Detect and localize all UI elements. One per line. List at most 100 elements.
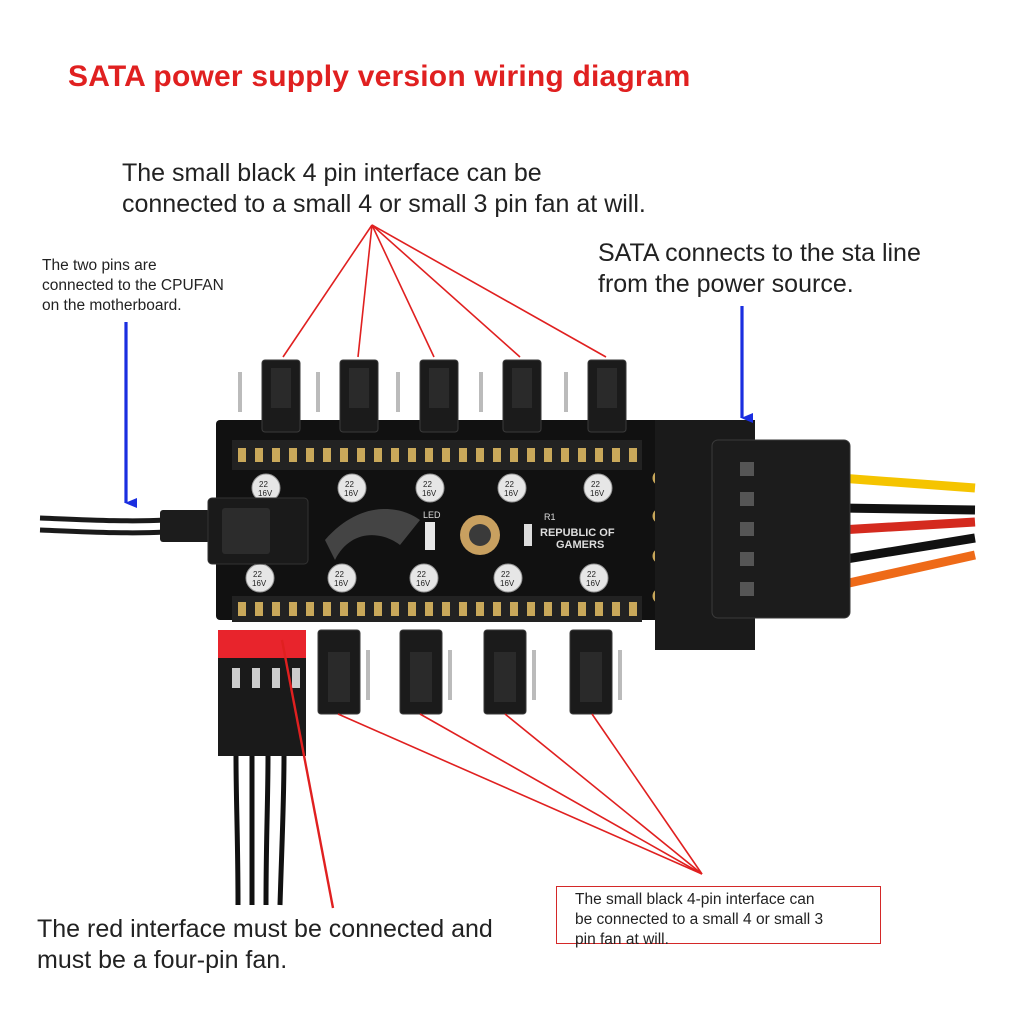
- header-pin: [629, 448, 637, 462]
- header-pin: [578, 448, 586, 462]
- rog-logo: [325, 508, 420, 560]
- cpufan-note-line1: The two pins are: [42, 257, 157, 274]
- capacitor-value: 22: [345, 480, 354, 489]
- boxed-note-line3: pin fan at will.: [575, 931, 669, 948]
- header-pin: [544, 448, 552, 462]
- red-note-line1: The red interface must be connected and: [37, 915, 493, 943]
- top-annotation-lines: [282, 224, 607, 358]
- header-pin: [527, 602, 535, 616]
- top-fan-header: [396, 359, 459, 433]
- header-pin: [510, 448, 518, 462]
- capacitor-voltage: 16V: [258, 489, 273, 498]
- header-pin: [255, 448, 263, 462]
- header-pin: [374, 602, 382, 616]
- cpufan-plug: [207, 497, 309, 565]
- capacitor-value: 22: [501, 570, 510, 579]
- header-pin: [442, 448, 450, 462]
- red-connector-note: The red interface must be connected and …: [37, 914, 493, 976]
- header-pin: [306, 448, 314, 462]
- header-pin: [595, 602, 603, 616]
- red-4pin-connector: [218, 630, 306, 906]
- header-pin: [493, 448, 501, 462]
- pin-header-top-row: [232, 440, 642, 470]
- brand-line2: GAMERS: [556, 539, 604, 551]
- capacitor-voltage: 16V: [422, 489, 437, 498]
- boxed-note-line2: be connected to a small 4 or small 3: [575, 911, 824, 928]
- header-pin: [459, 448, 467, 462]
- capacitor-value: 22: [253, 570, 262, 579]
- capacitor-value: 22: [417, 570, 426, 579]
- top-fan-header: [564, 359, 627, 433]
- bottom-fan-note-box: The small black 4-pin interface can be c…: [556, 886, 881, 948]
- bottom-fan-header: [569, 629, 622, 715]
- header-pin: [323, 602, 331, 616]
- top-note-line1: The small black 4 pin interface can be: [122, 159, 542, 187]
- header-pin: [289, 602, 297, 616]
- capacitor-voltage: 16V: [344, 489, 359, 498]
- top-note-line2: connected to a small 4 or small 3 pin fa…: [122, 190, 646, 218]
- diagram-title: SATA power supply version wiring diagram: [68, 60, 691, 93]
- bottom-fan-header: [399, 629, 452, 715]
- header-pin: [374, 448, 382, 462]
- top-fan-headers: [238, 359, 627, 433]
- header-pin: [510, 602, 518, 616]
- bottom-fan-headers: [317, 629, 622, 715]
- header-pin: [238, 602, 246, 616]
- header-pin: [425, 602, 433, 616]
- top-fan-note: The small black 4 pin interface can be c…: [122, 158, 646, 220]
- header-pin: [629, 602, 637, 616]
- capacitor-voltage: 16V: [252, 579, 267, 588]
- cpufan-note: The two pins are connected to the CPUFAN…: [42, 256, 224, 316]
- header-pin: [561, 602, 569, 616]
- capacitor-voltage: 16V: [504, 489, 519, 498]
- header-pin: [527, 448, 535, 462]
- header-pin: [476, 448, 484, 462]
- header-pin: [323, 448, 331, 462]
- header-pin: [238, 448, 246, 462]
- sata-connector: [655, 420, 851, 650]
- header-pin: [306, 602, 314, 616]
- capacitor-voltage: 16V: [500, 579, 515, 588]
- top-fan-header: [238, 359, 301, 433]
- top-fan-header: [316, 359, 379, 433]
- bottom-fan-header: [317, 629, 370, 715]
- header-pin: [255, 602, 263, 616]
- capacitor-value: 22: [423, 480, 432, 489]
- brand-line1: REPUBLIC OF: [540, 527, 615, 539]
- sata-cable: [839, 473, 976, 590]
- header-pin: [459, 602, 467, 616]
- capacitor-value: 22: [591, 480, 600, 489]
- header-pin: [612, 448, 620, 462]
- sata-note: SATA connects to the sta line from the p…: [598, 238, 921, 300]
- sata-note-line1: SATA connects to the sta line: [598, 239, 921, 267]
- led-label: LED: [423, 510, 441, 520]
- r1-label: R1: [544, 512, 556, 522]
- top-fan-header: [479, 359, 542, 433]
- cpufan-cable: [39, 510, 210, 542]
- cpufan-note-line2: connected to the CPUFAN: [42, 277, 224, 294]
- header-pin: [357, 602, 365, 616]
- capacitor-voltage: 16V: [334, 579, 349, 588]
- red-connector-leader: [280, 639, 335, 909]
- capacitor-value: 22: [259, 480, 268, 489]
- header-pin: [578, 602, 586, 616]
- header-pin: [408, 448, 416, 462]
- header-pin: [357, 448, 365, 462]
- header-pin: [289, 448, 297, 462]
- cpufan-note-line3: on the motherboard.: [42, 297, 182, 314]
- header-pin: [612, 602, 620, 616]
- header-pin: [272, 448, 280, 462]
- boxed-note-line1: The small black 4-pin interface can: [575, 891, 815, 908]
- bottom-fan-header: [483, 629, 536, 715]
- header-pin: [442, 602, 450, 616]
- capacitor-value: 22: [335, 570, 344, 579]
- capacitor-voltage: 16V: [416, 579, 431, 588]
- header-pin: [561, 448, 569, 462]
